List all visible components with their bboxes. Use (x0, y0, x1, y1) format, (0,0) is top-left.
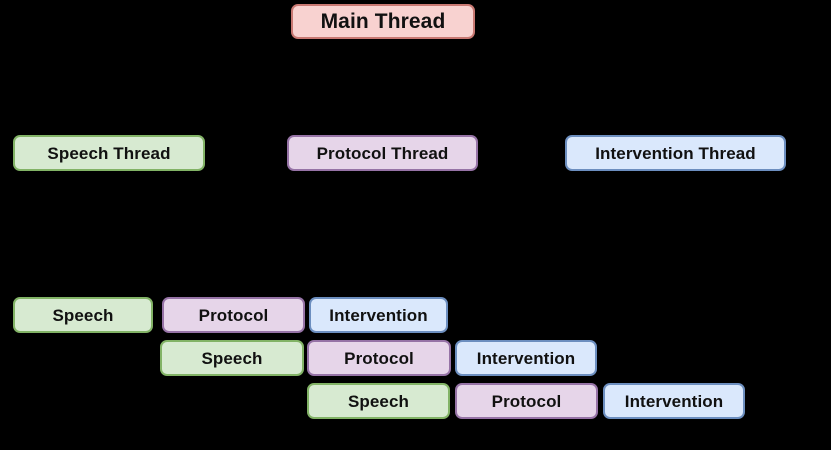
pipeline-row3-stage-intervention[interactable]: Intervention (603, 383, 745, 419)
thread-lane-speech[interactable]: Speech Thread (13, 135, 205, 171)
pipeline-row3-stage-speech[interactable]: Speech (307, 383, 450, 419)
pipeline-row1-stage-protocol[interactable]: Protocol (162, 297, 305, 333)
pipeline-row2-stage-speech[interactable]: Speech (160, 340, 304, 376)
main-thread-node[interactable]: Main Thread (291, 4, 475, 39)
pipeline-row2-stage-protocol[interactable]: Protocol (307, 340, 451, 376)
pipeline-row2-stage-intervention[interactable]: Intervention (455, 340, 597, 376)
pipeline-row1-stage-intervention[interactable]: Intervention (309, 297, 448, 333)
pipeline-row3-stage-protocol[interactable]: Protocol (455, 383, 598, 419)
thread-lane-protocol[interactable]: Protocol Thread (287, 135, 478, 171)
pipeline-row1-stage-speech[interactable]: Speech (13, 297, 153, 333)
thread-lane-intervention[interactable]: Intervention Thread (565, 135, 786, 171)
